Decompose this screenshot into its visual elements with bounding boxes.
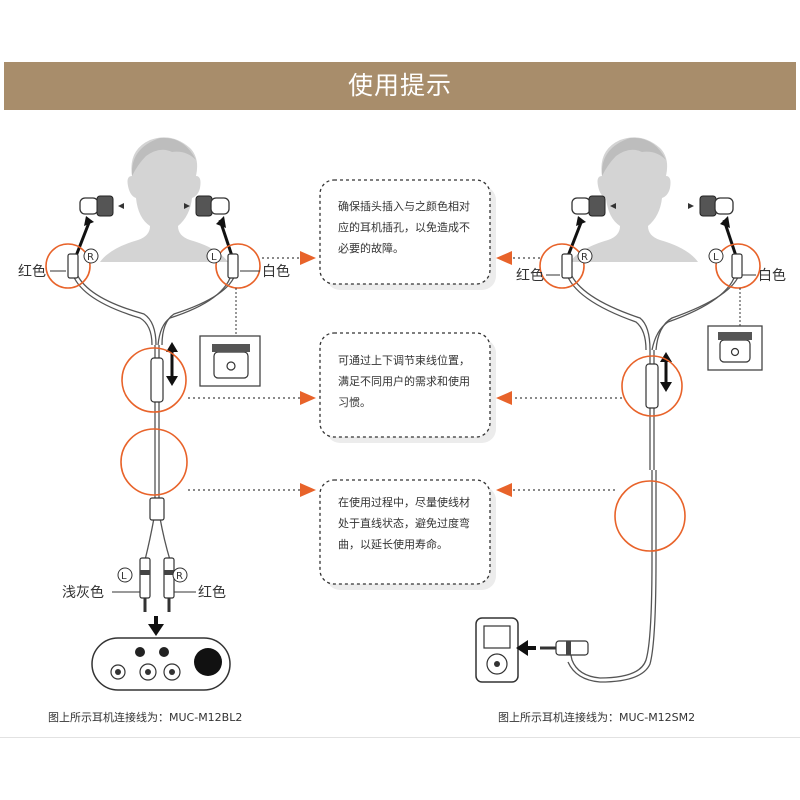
note-adjust-slider: 可通过上下调节束线位置，满足不同用户的需求和使用习惯。 — [338, 354, 470, 409]
left-earbud-l — [184, 195, 230, 217]
right-cable-slider — [645, 363, 659, 409]
right-earbud-l — [688, 195, 734, 217]
pointer-arrowheads — [300, 251, 512, 497]
left-amp-device — [91, 637, 231, 691]
left-label-red-top: 红色 — [18, 263, 46, 280]
left-head-silhouette — [100, 137, 228, 262]
right-label-white-top: 白色 — [758, 267, 786, 284]
left-cable-slider — [150, 357, 164, 403]
right-cable — [565, 271, 741, 683]
note-boxes — [319, 179, 496, 590]
pointer-lines — [188, 257, 622, 491]
left-jacks — [139, 557, 175, 612]
right-earbud-r — [571, 195, 616, 217]
left-jack-marker-r: R — [176, 571, 183, 582]
right-jack-plug — [540, 640, 589, 656]
left-highlight-circles — [45, 243, 261, 496]
left-label-lightgray: 浅灰色 — [62, 584, 104, 601]
left-y-splitter — [149, 497, 165, 521]
right-highlight-circles — [539, 243, 761, 552]
left-label-red-bottom: 红色 — [198, 584, 226, 601]
page-title: 使用提示 — [347, 71, 452, 100]
right-callout-inset — [707, 325, 763, 371]
left-updown-arrow — [166, 342, 178, 386]
left-callout-inset — [199, 335, 261, 387]
right-label-red-top: 红色 — [516, 267, 544, 284]
right-marker-r: R — [581, 252, 588, 263]
left-up-arrow-r — [74, 219, 92, 257]
left-plug-r — [67, 253, 79, 279]
left-marker-l: L — [211, 252, 217, 263]
note-keep-straight: 在使用过程中，尽量使线材处于直线状态，避免过度弯曲，以延长使用寿命。 — [338, 496, 470, 551]
left-marker-r: R — [87, 252, 94, 263]
left-down-arrow — [148, 624, 164, 636]
bottom-divider — [0, 737, 800, 738]
left-caption: 图上所示耳机连接线为：MUC-M12BL2 — [48, 711, 243, 724]
note-plug-color: 确保插头插入与之颜色相对应的耳机插孔，以免造成不必要的故障。 — [338, 200, 470, 255]
right-music-player — [475, 617, 519, 683]
left-earbud-r — [79, 195, 124, 217]
left-label-white-top: 白色 — [262, 263, 290, 280]
right-marker-l: L — [713, 252, 719, 263]
left-plug-l — [227, 253, 239, 279]
right-caption: 图上所示耳机连接线为：MUC-M12SM2 — [498, 711, 696, 724]
header-bar: 使用提示 — [4, 62, 796, 110]
right-head-silhouette — [570, 137, 698, 262]
left-jack-marker-l: L — [121, 571, 127, 582]
